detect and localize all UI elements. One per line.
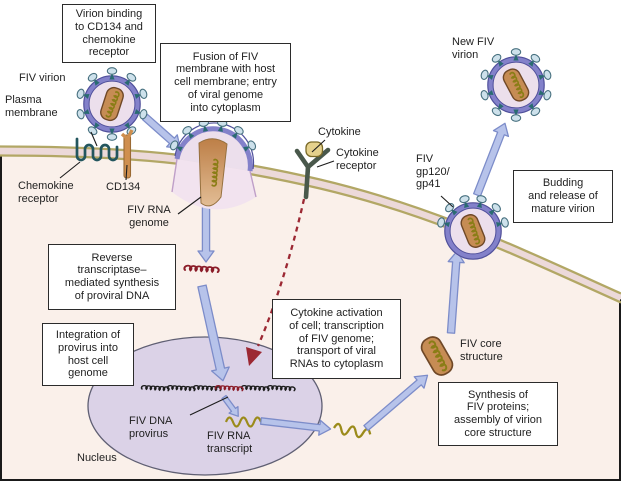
plasma-membrane-label: Plasma membrane xyxy=(5,94,58,119)
fiv-core-structure-label: FIV core structure xyxy=(460,338,503,363)
callout-integration: Integration of provirus into host cell g… xyxy=(42,323,134,386)
fiv-rna-genome-label: FIV RNA genome xyxy=(127,204,171,229)
new-fiv-virion-label: New FIV virion xyxy=(452,36,495,61)
budding-virion-graphic xyxy=(436,194,510,260)
callout-virion-binding: Virion binding to CD134 and chemokine re… xyxy=(62,4,156,63)
cytokine-signal-dashed-arrow xyxy=(246,198,306,366)
arrow-rna-to-core xyxy=(363,374,429,432)
chemokine-receptor-label: Chemokine receptor xyxy=(18,180,74,205)
nucleus-label: Nucleus xyxy=(77,452,117,464)
fusion-site-graphic xyxy=(168,118,258,210)
callout-synthesis: Synthesis of FIV proteins; assembly of v… xyxy=(438,382,558,446)
nucleus-shape xyxy=(87,336,323,476)
cytokine-label: Cytokine xyxy=(318,126,361,138)
plasma-membrane-band xyxy=(0,145,621,304)
callout-reverse-transcriptase: Reverse transcriptase– mediated synthesi… xyxy=(48,244,176,310)
cytokine-receptor-label: Cytokine receptor xyxy=(336,147,379,172)
fiv-virion-graphic xyxy=(75,67,149,141)
callout-fusion: Fusion of FIV membrane with host cell me… xyxy=(160,43,291,122)
fiv-dna-provirus-label: FIV DNA provirus xyxy=(129,415,173,440)
arrow-rna-export xyxy=(259,417,332,436)
arrow-binding-to-fusion xyxy=(141,113,181,149)
fiv-gp120-gp41-label: FIV gp120/ gp41 xyxy=(416,153,450,191)
chemokine-receptor-graphic xyxy=(75,137,119,162)
cd134-graphic xyxy=(120,129,134,179)
callout-budding: Budding and release of mature virion xyxy=(513,170,613,223)
fiv-rna-transcript-label: FIV RNA transcript xyxy=(207,430,253,455)
cd134-label: CD134 xyxy=(106,181,141,193)
process-arrows xyxy=(141,113,510,436)
arrow-genome-entry xyxy=(197,203,215,263)
callout-cytokine-activation: Cytokine activation of cell; transcripti… xyxy=(272,299,401,379)
cell-frame-border xyxy=(0,153,621,481)
arrow-core-to-membrane xyxy=(446,250,465,334)
arrow-reverse-transcription xyxy=(197,284,230,382)
fiv-virion-label: FIV virion xyxy=(19,72,66,84)
leader-lines xyxy=(59,131,454,416)
arrow-budding-release xyxy=(472,122,510,197)
